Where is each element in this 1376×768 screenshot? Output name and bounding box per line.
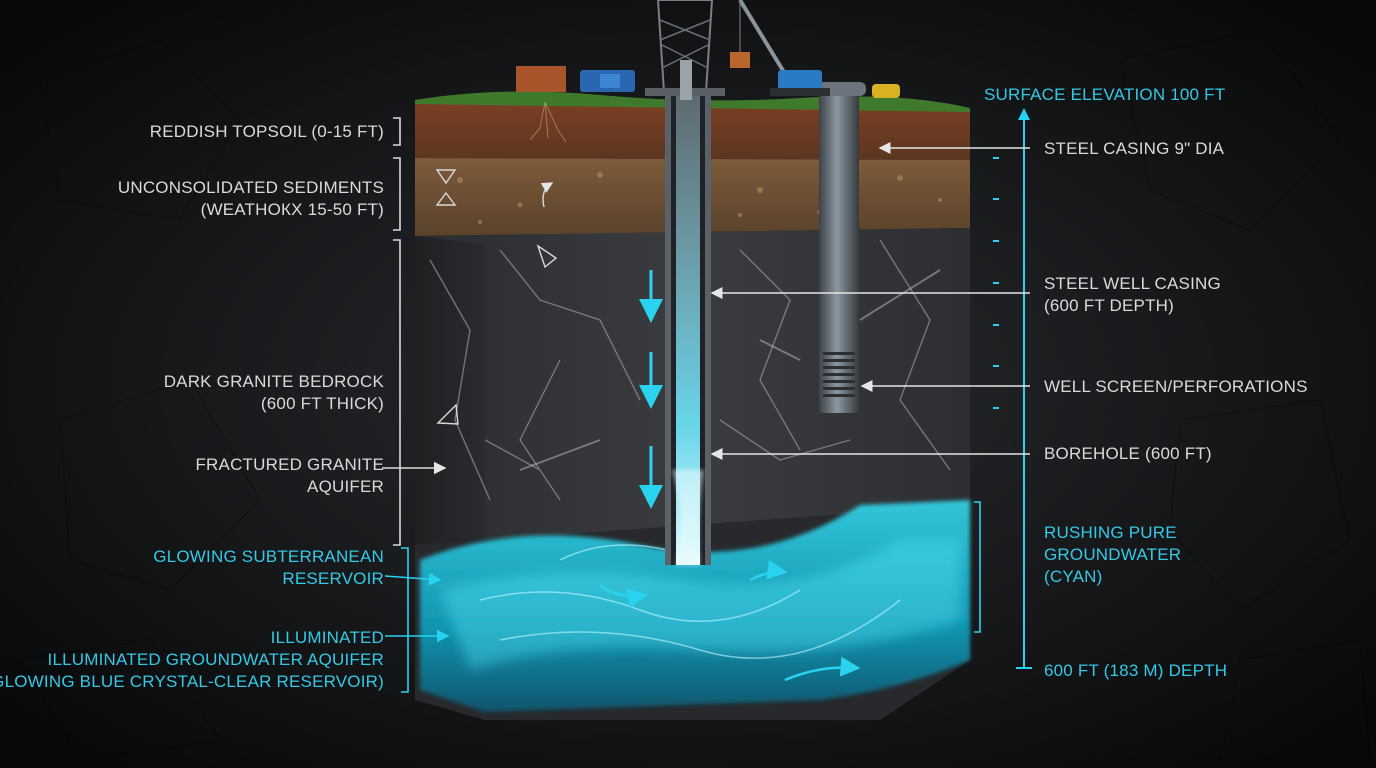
label-rushing-pure-groundwater: RUSHING PURE GROUNDWATER (CYAN): [1044, 522, 1181, 588]
left-cyan-brackets: [384, 547, 450, 693]
label-line: SURFACE ELEVATION 100 FT: [984, 85, 1226, 104]
label-illuminated-groundwater-aquifer: ILLUMINATED ILLUMINATED GROUNDWATER AQUI…: [0, 627, 384, 693]
well-screen-perforations: [823, 352, 855, 397]
label-line: BOREHOLE (600 FT): [1044, 444, 1212, 463]
label-line: RUSHING PURE: [1044, 523, 1177, 542]
granite-fractures: [429, 239, 951, 501]
label-line: STEEL WELL CASING: [1044, 274, 1221, 293]
right-leader-lines: [710, 142, 1030, 460]
label-borehole: BOREHOLE (600 FT): [1044, 443, 1212, 465]
label-line: (600 FT THICK): [260, 394, 384, 413]
layer-icons: [435, 169, 558, 425]
label-line: GLOWING SUBTERRANEAN: [153, 547, 384, 566]
label-line: RESERVOIR: [282, 569, 384, 588]
label-line: UNCONSOLIDATED SEDIMENTS: [117, 178, 384, 197]
label-fractured-granite-aquifer: FRACTURED GRANITE AQUIFER: [195, 454, 384, 498]
label-line: AQUIFER: [307, 477, 384, 496]
label-line: ILLUMINATED GROUNDWATER AQUIFER: [47, 650, 384, 669]
label-steel-well-casing: STEEL WELL CASING (600 FT DEPTH): [1044, 273, 1221, 317]
label-line: (GLOWING BLUE CRYSTAL-CLEAR RESERVOIR): [0, 672, 384, 691]
steel-casing-pipe: [812, 82, 866, 413]
label-steel-casing-diameter: STEEL CASING 9" DIA: [1044, 138, 1224, 160]
label-line: (600 FT DEPTH): [1044, 296, 1175, 315]
crane-icon: [730, 0, 830, 96]
label-line: WELL SCREEN/PERFORATIONS: [1044, 377, 1308, 396]
label-line: (CYAN): [1044, 567, 1103, 586]
equipment-icons: [516, 66, 900, 98]
sediment-pebbles: [457, 172, 942, 224]
label-depth: 600 FT (183 M) DEPTH: [1044, 660, 1227, 682]
label-well-screen-perforations: WELL SCREEN/PERFORATIONS: [1044, 376, 1308, 398]
label-line: (WEATHOКX 15-50 FT): [200, 200, 384, 219]
right-cyan-bracket: [974, 501, 981, 633]
label-glowing-subterranean-reservoir: GLOWING SUBTERRANEAN RESERVOIR: [153, 546, 384, 590]
background-rock-texture: [18, 28, 1372, 762]
label-line: REDDISH TOPSOIL (0-15 FT): [149, 122, 384, 141]
label-line: 600 FT (183 M) DEPTH: [1044, 661, 1228, 680]
label-reddish-topsoil: REDDISH TOPSOIL (0-15 FT): [150, 121, 384, 143]
topsoil-roots: [529, 101, 567, 143]
label-line: FRACTURED GRANITE: [195, 455, 384, 474]
label-unconsolidated-sediments: UNCONSOLIDATED SEDIMENTS (WEATHOКX 15-50…: [118, 177, 384, 221]
label-line: STEEL CASING 9" DIA: [1044, 139, 1225, 158]
depth-ruler: [993, 108, 1032, 669]
label-line: ILLUMINATED: [270, 628, 384, 647]
label-surface-elevation: SURFACE ELEVATION 100 FT: [984, 84, 1225, 106]
label-line: DARK GRANITE BEDROCK: [163, 372, 384, 391]
borehole: [665, 95, 711, 565]
groundwater-reservoir: [420, 500, 970, 712]
label-line: GROUNDWATER: [1044, 545, 1182, 564]
label-dark-granite-bedrock: DARK GRANITE BEDROCK (600 FT THICK): [164, 371, 384, 415]
left-brackets: [382, 117, 447, 546]
quartz-veins: [519, 269, 941, 471]
drilling-rig-icon: [645, 0, 725, 100]
